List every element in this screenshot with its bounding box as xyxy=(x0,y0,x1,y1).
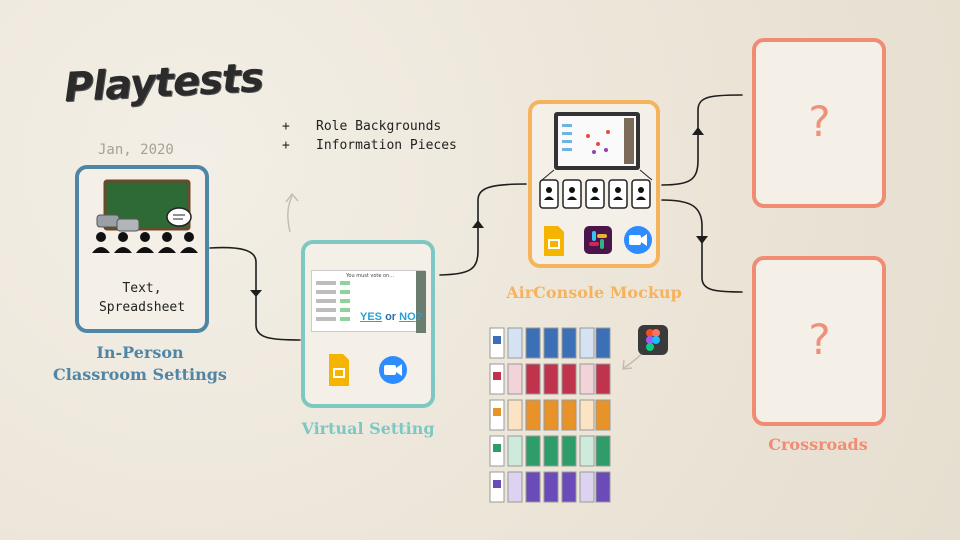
note-item: +Role Backgrounds xyxy=(282,119,442,134)
slack-icon xyxy=(584,226,612,254)
airconsole-caption: AirConsole Mockup xyxy=(506,283,682,302)
arrowhead-up xyxy=(472,220,484,228)
arrowhead-down xyxy=(696,236,708,244)
crossroads-box-bottom: ? xyxy=(752,256,886,426)
airconsole-illustration xyxy=(539,112,653,209)
chat-bubble-icon xyxy=(96,207,192,232)
virtual-box: You must vote on... YES or NO? xyxy=(301,240,435,408)
virtual-app-icons xyxy=(329,354,407,386)
vote-question: YES or NO? xyxy=(360,311,423,323)
tools-line: Spreadsheet xyxy=(98,300,186,315)
zoom-icon xyxy=(624,226,652,254)
connector-virtual-airconsole xyxy=(439,183,527,276)
arrowhead-down xyxy=(250,290,262,297)
connector-airconsole-bottom xyxy=(661,199,743,293)
virtual-screen: You must vote on... YES or NO? xyxy=(311,270,426,333)
mockup-row-purple xyxy=(489,471,611,503)
question-mark: ? xyxy=(806,315,832,364)
mockup-row-orange xyxy=(489,399,611,431)
zoom-icon xyxy=(379,356,407,384)
virtual-caption: Virtual Setting xyxy=(301,419,435,438)
mockup-grid xyxy=(489,327,611,503)
arrowhead-up xyxy=(692,127,704,135)
person-icon xyxy=(92,232,198,253)
faint-arrow-up xyxy=(287,195,293,233)
notes-list: +Role Backgrounds +Information Pieces xyxy=(282,117,457,155)
mockup-row-green xyxy=(489,435,611,467)
video-strip xyxy=(416,271,426,333)
classroom-caption: In-Person Classroom Settings xyxy=(53,343,227,384)
crossroads-caption: Crossroads xyxy=(768,435,868,454)
connector-airconsole-top xyxy=(661,94,743,186)
date-label: Jan, 2020 xyxy=(98,142,174,158)
note-item: +Information Pieces xyxy=(282,138,457,153)
airconsole-app-icons xyxy=(544,226,652,256)
classroom-illustration xyxy=(92,179,198,253)
question-mark: ? xyxy=(806,97,832,146)
phone-row xyxy=(539,179,651,209)
tools-line: Text, xyxy=(122,281,162,296)
screen-list xyxy=(316,281,350,321)
classroom-box: Text, Spreadsheet xyxy=(75,165,209,333)
mockup-row-red xyxy=(489,363,611,395)
crossroads-box-top: ? xyxy=(752,38,886,208)
google-slides-icon xyxy=(544,226,564,256)
mockup-row-blue xyxy=(489,327,611,359)
airconsole-box xyxy=(528,100,660,268)
figma-icon xyxy=(638,325,668,355)
screen-header: You must vote on... xyxy=(346,273,395,279)
google-slides-icon xyxy=(329,354,349,386)
classroom-tools: Text, Spreadsheet xyxy=(79,279,205,317)
